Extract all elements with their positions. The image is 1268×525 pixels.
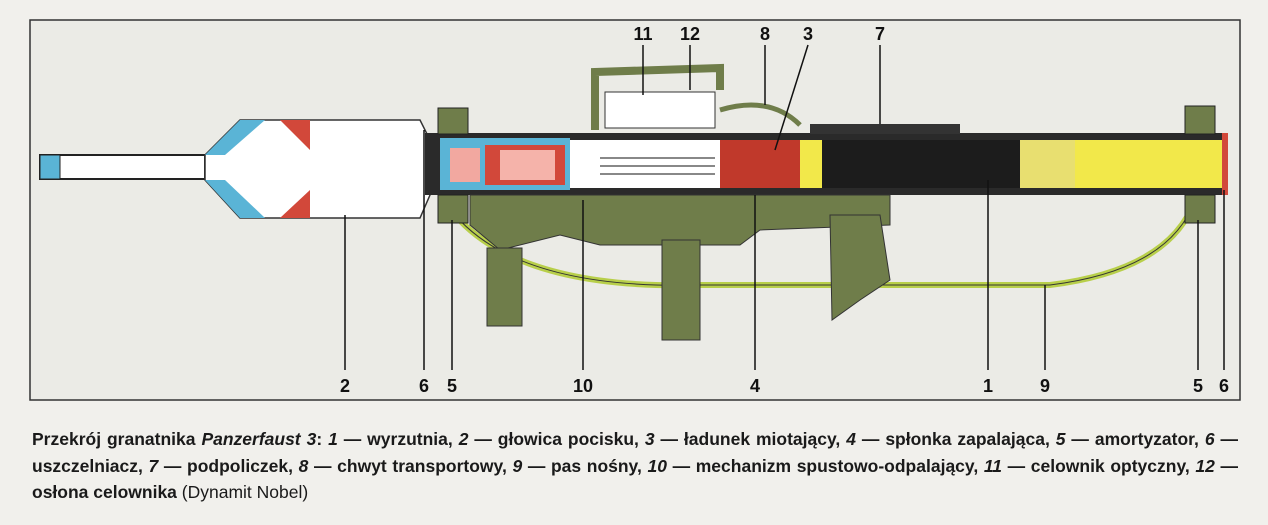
caption-item-text: — chwyt transportowy, (308, 455, 513, 476)
caption-weapon: Panzerfaust 3 (201, 429, 317, 449)
caption-source: (Dynamit Nobel) (181, 482, 309, 502)
caption-item-text: — głowica pocisku, (468, 429, 645, 449)
caption-item-number: 9 (512, 455, 523, 476)
label-9: 9 (1040, 376, 1050, 396)
label-1: 1 (983, 376, 993, 396)
figure-caption: Przekrój granatnika Panzerfaust 3: 1 — w… (32, 426, 1238, 506)
launch-tube (425, 124, 1228, 195)
caption-item-number: 12 (1195, 455, 1215, 476)
label-10: 10 (573, 376, 593, 396)
panzerfaust-cross-section-diagram: 11 12 8 3 7 2 6 5 10 4 1 9 5 6 (29, 19, 1241, 401)
caption-items: 1 — wyrzutnia, 2 — głowica pocisku, 3 — … (32, 429, 1238, 502)
label-11: 11 (633, 24, 652, 44)
label-3: 3 (803, 24, 813, 44)
caption-item-text: — wyrzutnia, (337, 429, 459, 449)
label-8: 8 (760, 24, 770, 44)
label-4: 4 (750, 376, 760, 396)
caption-item-number: 8 (298, 455, 309, 476)
shock-absorbers (437, 105, 1216, 224)
caption-item-text: — uszczelniacz, (32, 429, 1238, 476)
caption-item-number: 10 (647, 455, 667, 476)
caption-item-text: — osłona celownika (32, 455, 1238, 503)
caption-item-text: — ładunek miotający, (654, 429, 847, 449)
caption-item-number: 2 (458, 429, 469, 449)
trigger-mechanism (469, 194, 891, 341)
caption-item-text: — celownik optyczny, (1002, 455, 1196, 476)
cheek-rest (810, 124, 960, 134)
caption-item-text: — amortyzator, (1065, 429, 1205, 449)
label-12: 12 (680, 24, 700, 44)
caption-colon: : (316, 429, 329, 449)
caption-item-text: — mechanizm spustowo-odpalający, (666, 455, 984, 476)
label-6-front: 6 (419, 376, 429, 396)
caption-item-number: 11 (983, 455, 1003, 476)
warhead (39, 119, 431, 219)
caption-item-number: 3 (644, 429, 655, 449)
label-5-front: 5 (447, 376, 457, 396)
caption-item-text: — pas nośny, (522, 455, 648, 476)
caption-item-text: — podpoliczek, (158, 455, 299, 476)
caption-item-number: 7 (148, 455, 159, 476)
caption-item-number: 1 (328, 429, 338, 449)
label-5-rear: 5 (1193, 376, 1203, 396)
label-6-rear: 6 (1219, 376, 1229, 396)
optical-sight (591, 63, 802, 130)
caption-title: Przekrój granatnika (32, 429, 202, 449)
caption-item-number: 4 (846, 429, 856, 449)
caption-item-number: 6 (1204, 429, 1215, 449)
label-2: 2 (340, 376, 350, 396)
caption-item-number: 5 (1055, 429, 1066, 449)
caption-item-text: — spłonka zapalająca, (855, 429, 1056, 449)
label-7: 7 (875, 24, 885, 44)
